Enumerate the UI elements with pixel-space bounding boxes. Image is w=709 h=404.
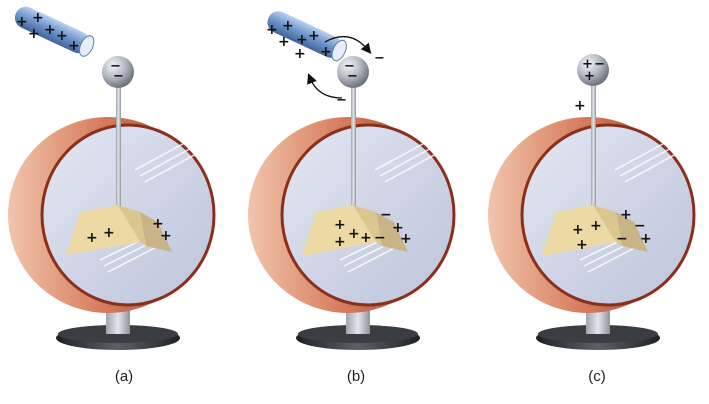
metal-stem [351, 82, 356, 212]
leaf-charge: + [640, 231, 652, 247]
gold-leaf-top [353, 205, 382, 246]
electroscope-panel-b: + + + + + + + − − − − + + + + − − + + [248, 11, 456, 350]
electron-flow-arrow [324, 35, 372, 55]
rod-charge: + [308, 28, 320, 44]
sphere-charge: − [110, 59, 121, 74]
leaf-charge: − [616, 231, 628, 247]
sphere-charge: + [582, 57, 593, 72]
rod-charge: + [16, 14, 28, 30]
leaf-charge: + [620, 207, 632, 223]
electroscope-panel-a: + + + + + + − − + + + + [8, 6, 216, 350]
sphere-charge: − [344, 59, 355, 74]
leaf-charge: + [348, 226, 360, 242]
panel-label-c: (c) [588, 368, 606, 385]
leaf-charge: + [103, 225, 115, 241]
metal-sphere [577, 54, 609, 86]
glass-reflections [339, 139, 437, 273]
leaf-charge: + [86, 230, 98, 246]
sphere-charge: − [347, 69, 358, 84]
panel-label-a: (a) [114, 368, 134, 385]
sphere-charge: + [584, 69, 595, 84]
leaf-charge: + [360, 230, 372, 246]
metal-sphere [337, 56, 369, 88]
leaf-charge: + [152, 216, 164, 232]
sphere-charge: − [113, 69, 124, 84]
leaf-charge: − [380, 207, 392, 223]
metal-stem [116, 82, 121, 212]
outside-charge: − [374, 51, 385, 66]
rod-charge: + [282, 18, 294, 34]
rod-charge: + [68, 38, 80, 54]
sphere-charge: − [594, 57, 605, 72]
leaf-charge: + [590, 218, 602, 234]
stem-charge: + [574, 98, 586, 114]
rod-charge: + [266, 22, 278, 38]
gold-leaf-left [66, 205, 140, 255]
leaf-charge: + [334, 234, 346, 250]
metal-stem [591, 82, 596, 212]
leaf-charge: + [400, 231, 412, 247]
rod-charge: + [296, 32, 308, 48]
rod-charge: + [278, 34, 290, 50]
gold-leaf-left [542, 205, 616, 256]
gold-leaf-top [118, 205, 146, 246]
leaf-charge: − [374, 230, 386, 246]
leaf-charge: + [576, 237, 588, 253]
rod-charge: + [294, 46, 306, 62]
electron-flow-arrow [307, 73, 343, 99]
gold-leaf-right [140, 212, 172, 252]
gold-leaf-right [376, 212, 408, 252]
rod-charge: + [320, 44, 332, 60]
rod-charge: + [28, 26, 40, 42]
leaf-charge: − [634, 218, 646, 234]
leaf-charge: + [572, 222, 584, 238]
leaf-charge: + [160, 228, 172, 244]
leaf-charge: + [334, 217, 346, 233]
rod-charge: + [44, 22, 56, 38]
charged-rod [267, 11, 347, 62]
leaf-charge: + [392, 220, 404, 236]
gold-leaf-left [302, 205, 376, 256]
charged-rod [14, 6, 95, 57]
outside-charge: − [336, 93, 347, 108]
panel-label-b: (b) [346, 368, 366, 385]
rod-charge: + [32, 10, 44, 26]
gold-leaf-right [616, 212, 648, 252]
electroscope-panel-c: + − + + + + + + − − + [488, 54, 696, 350]
gold-leaf-top [593, 205, 622, 246]
rod-charge: + [56, 28, 68, 44]
metal-sphere [102, 56, 134, 88]
